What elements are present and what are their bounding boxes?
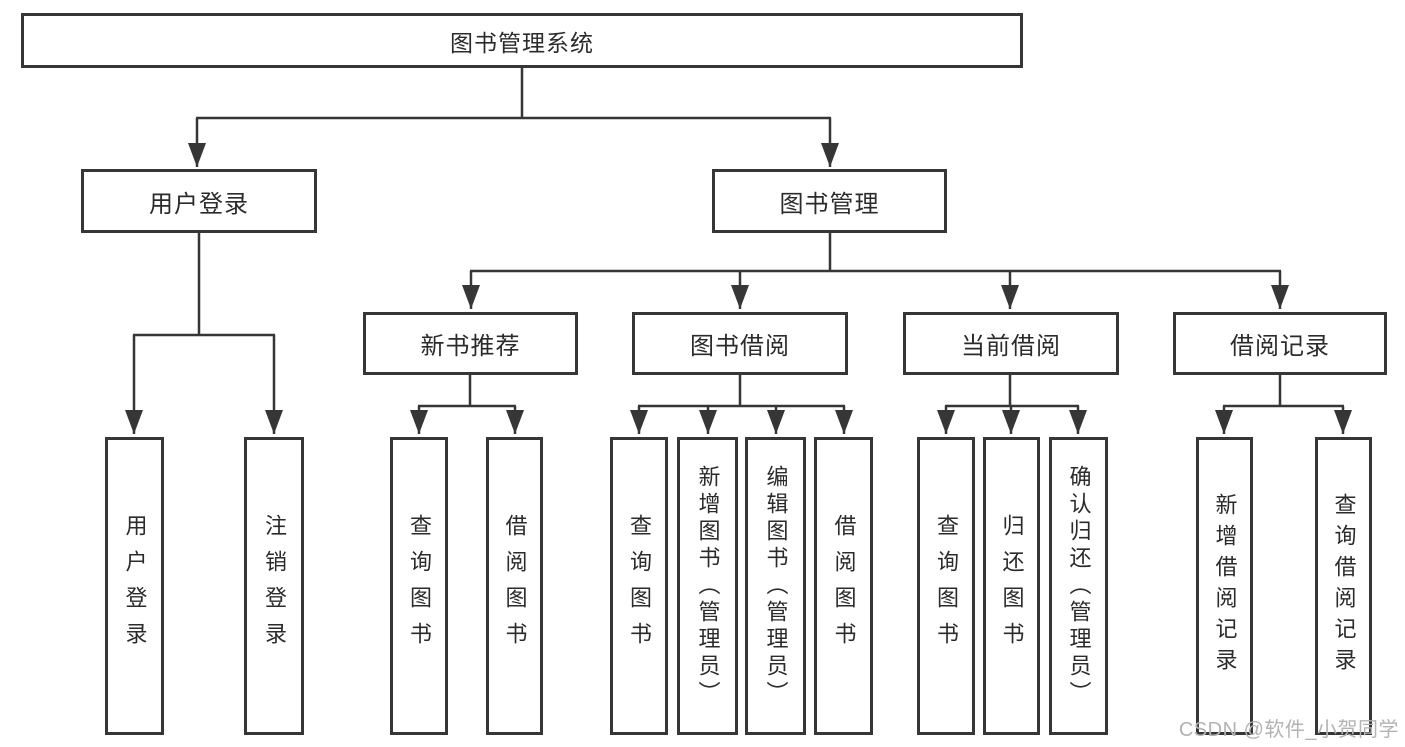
leaf-add-borrow-record: 新增借阅记录	[1196, 437, 1253, 735]
leaf-borrow-books-recommend: 借阅图书	[486, 437, 543, 735]
leaf-query-books-current: 查询图书	[917, 437, 975, 735]
node-book-management: 图书管理	[712, 169, 947, 233]
node-user-login: 用户登录	[81, 169, 317, 233]
node-current-borrow: 当前借阅	[903, 312, 1119, 375]
leaf-borrow-books: 借阅图书	[814, 437, 873, 735]
leaf-logout: 注销登录	[244, 437, 304, 735]
leaf-edit-books-admin: 编辑图书（管理员）	[745, 437, 806, 735]
leaf-query-books-borrow: 查询图书	[610, 437, 668, 735]
leaf-add-books-admin: 新增图书（管理员）	[677, 437, 738, 735]
leaf-return-books: 归还图书	[983, 437, 1040, 735]
node-library-management-system: 图书管理系统	[21, 13, 1023, 68]
node-book-borrow: 图书借阅	[632, 312, 848, 375]
leaf-user-login: 用户登录	[105, 437, 164, 735]
node-borrow-records: 借阅记录	[1173, 312, 1387, 375]
leaf-query-borrow-record: 查询借阅记录	[1315, 437, 1372, 735]
leaf-confirm-return-admin: 确认归还（管理员）	[1049, 437, 1108, 735]
watermark: CSDN @软件_小贺同学	[1178, 719, 1399, 741]
node-new-book-recommend: 新书推荐	[363, 312, 578, 375]
leaf-query-books-recommend: 查询图书	[390, 437, 448, 735]
